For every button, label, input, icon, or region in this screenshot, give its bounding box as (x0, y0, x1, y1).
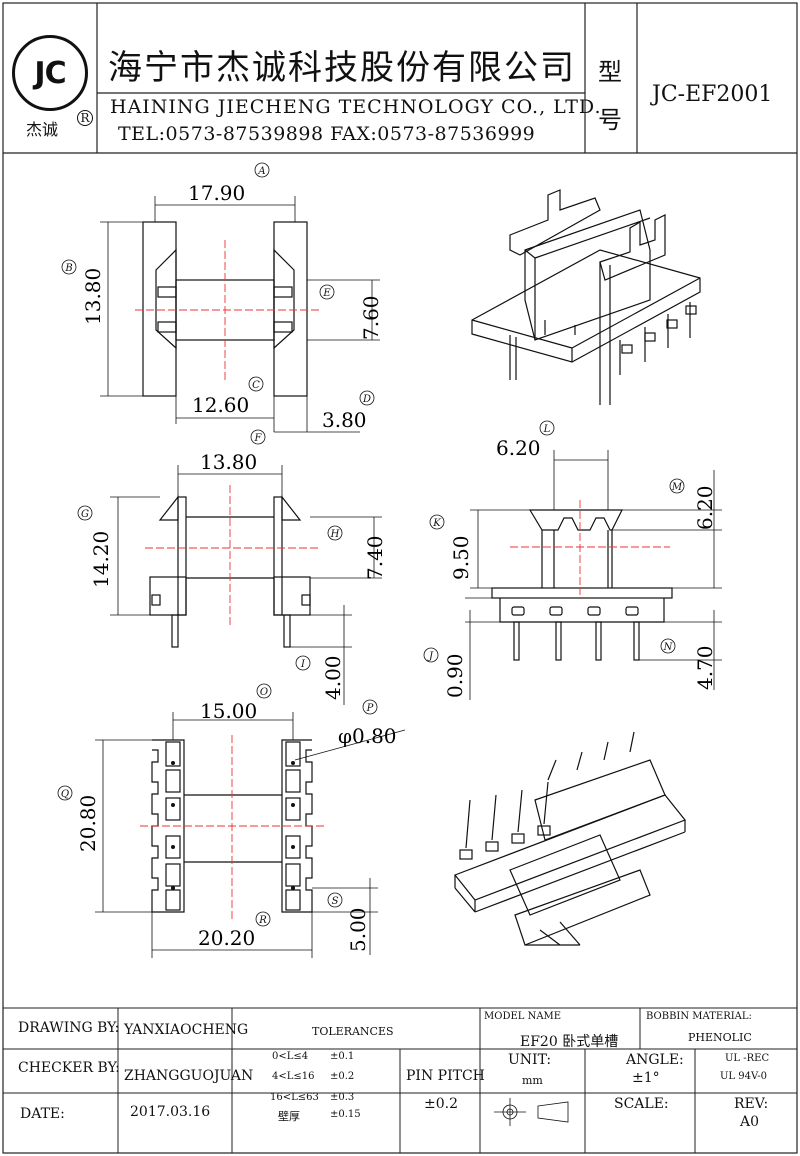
bubble-Q: Q (61, 789, 69, 800)
checker-by-label: CHECKER BY: (18, 1060, 120, 1076)
bubble-H: H (330, 529, 340, 540)
bubble-J: J (427, 651, 434, 662)
dim-B-value: 13.80 (81, 268, 105, 325)
company-contact: TEL:0573-87539898 FAX:0573-87536999 (118, 123, 536, 145)
pin-pitch-label: PIN PITCH (406, 1068, 485, 1084)
dim-G-value: 14.20 (89, 531, 113, 588)
company-logo: JC (12, 35, 88, 111)
dim-D-value: 3.80 (322, 408, 367, 432)
tol-1-value: ±0.1 (330, 1051, 355, 1062)
date-label: DATE: (20, 1106, 65, 1122)
ul-rec: UL -REC (725, 1053, 770, 1064)
dim-E-value: 7.60 (359, 295, 383, 340)
logo-text: JC (34, 55, 66, 91)
isometric-view-bottom (454, 731, 686, 946)
type-label-2: 号 (598, 106, 622, 134)
bubble-I: I (300, 659, 306, 670)
unit-value: mm (522, 1074, 543, 1087)
bubble-N: N (663, 642, 674, 653)
dim-K-value: 9.50 (449, 535, 473, 580)
dim-Q-value: 20.80 (76, 795, 100, 852)
bobbin-material-value: PHENOLIC (688, 1031, 752, 1044)
drawing-by-value: YANXIAOCHENG (124, 1022, 249, 1038)
unit-label: UNIT: (508, 1052, 552, 1068)
dim-I-value: 4.00 (321, 655, 345, 700)
bubble-K: K (432, 518, 441, 529)
model-name-label: MODEL NAME (484, 1011, 562, 1022)
dim-F-value: 13.80 (200, 450, 257, 474)
company-name-en: HAINING JIECHENG TECHNOLOGY CO., LTD. (110, 96, 602, 118)
bubble-B: B (64, 263, 72, 274)
logo-cn-text: 杰诚 (26, 120, 59, 139)
bubble-O: O (260, 687, 268, 698)
bubble-R: R (258, 915, 267, 926)
bubble-A: A (257, 166, 265, 177)
bubble-D: D (362, 394, 371, 405)
type-label-1: 型 (598, 58, 622, 86)
registered-mark: R (77, 110, 93, 126)
pin-pitch-value: ±0.2 (424, 1096, 458, 1112)
model-number: JC-EF2001 (652, 82, 773, 107)
angle-value: ±1° (632, 1070, 660, 1086)
model-name-value: EF20 卧式单槽 (520, 1034, 619, 1050)
tol-1-range: 0<L≤4 (272, 1051, 309, 1062)
tol-2-value: ±0.2 (330, 1071, 355, 1082)
projection-symbol (494, 1098, 569, 1126)
drawing-by-label: DRAWING BY: (18, 1020, 120, 1036)
dim-P-value: φ0.80 (338, 724, 397, 748)
dim-N-value: 4.70 (693, 645, 717, 690)
checker-by-value: ZHANGGUOJUAN (124, 1068, 254, 1084)
bubble-G: G (81, 509, 89, 520)
tol-4-value: ±0.15 (330, 1109, 361, 1120)
scale-label: SCALE: (614, 1096, 669, 1112)
isometric-view-top (471, 189, 701, 405)
dim-C-value: 12.60 (192, 393, 249, 417)
tol-3-value: ±0.3 (330, 1092, 355, 1103)
rev-value: A0 (740, 1114, 760, 1130)
dim-R-value: 20.20 (198, 926, 255, 950)
bubble-F: F (254, 433, 263, 444)
tol-3-range: 16<L≤63 (270, 1092, 319, 1103)
dim-M-value: 6.20 (693, 485, 717, 530)
angle-label: ANGLE: (626, 1052, 684, 1068)
tol-4-range: 壁厚 (278, 1110, 300, 1123)
rev-label: REV: (734, 1096, 769, 1112)
dim-O-value: 15.00 (200, 699, 257, 723)
bubble-M: M (671, 482, 683, 493)
dim-J-value: 0.90 (443, 653, 467, 698)
date-value: 2017.03.16 (130, 1104, 211, 1120)
bubble-C: C (252, 380, 260, 391)
bubble-P: P (366, 703, 374, 714)
ul-94v0: UL 94V-0 (720, 1071, 768, 1082)
dim-A-value: 17.90 (188, 181, 245, 205)
company-name-cn: 海宁市杰诚科技股份有限公司 (108, 48, 576, 88)
dim-S-value: 5.00 (346, 907, 370, 952)
bobbin-material-label: BOBBIN MATERIAL: (646, 1011, 752, 1022)
tol-2-range: 4<L≤16 (272, 1071, 315, 1082)
bubble-L: L (543, 424, 551, 435)
bubble-S: S (332, 896, 339, 907)
dim-L-value: 6.20 (496, 436, 541, 460)
bubble-E: E (322, 288, 331, 299)
tolerances-label: TOLERANCES (312, 1025, 394, 1038)
dim-H-value: 7.40 (363, 535, 387, 580)
